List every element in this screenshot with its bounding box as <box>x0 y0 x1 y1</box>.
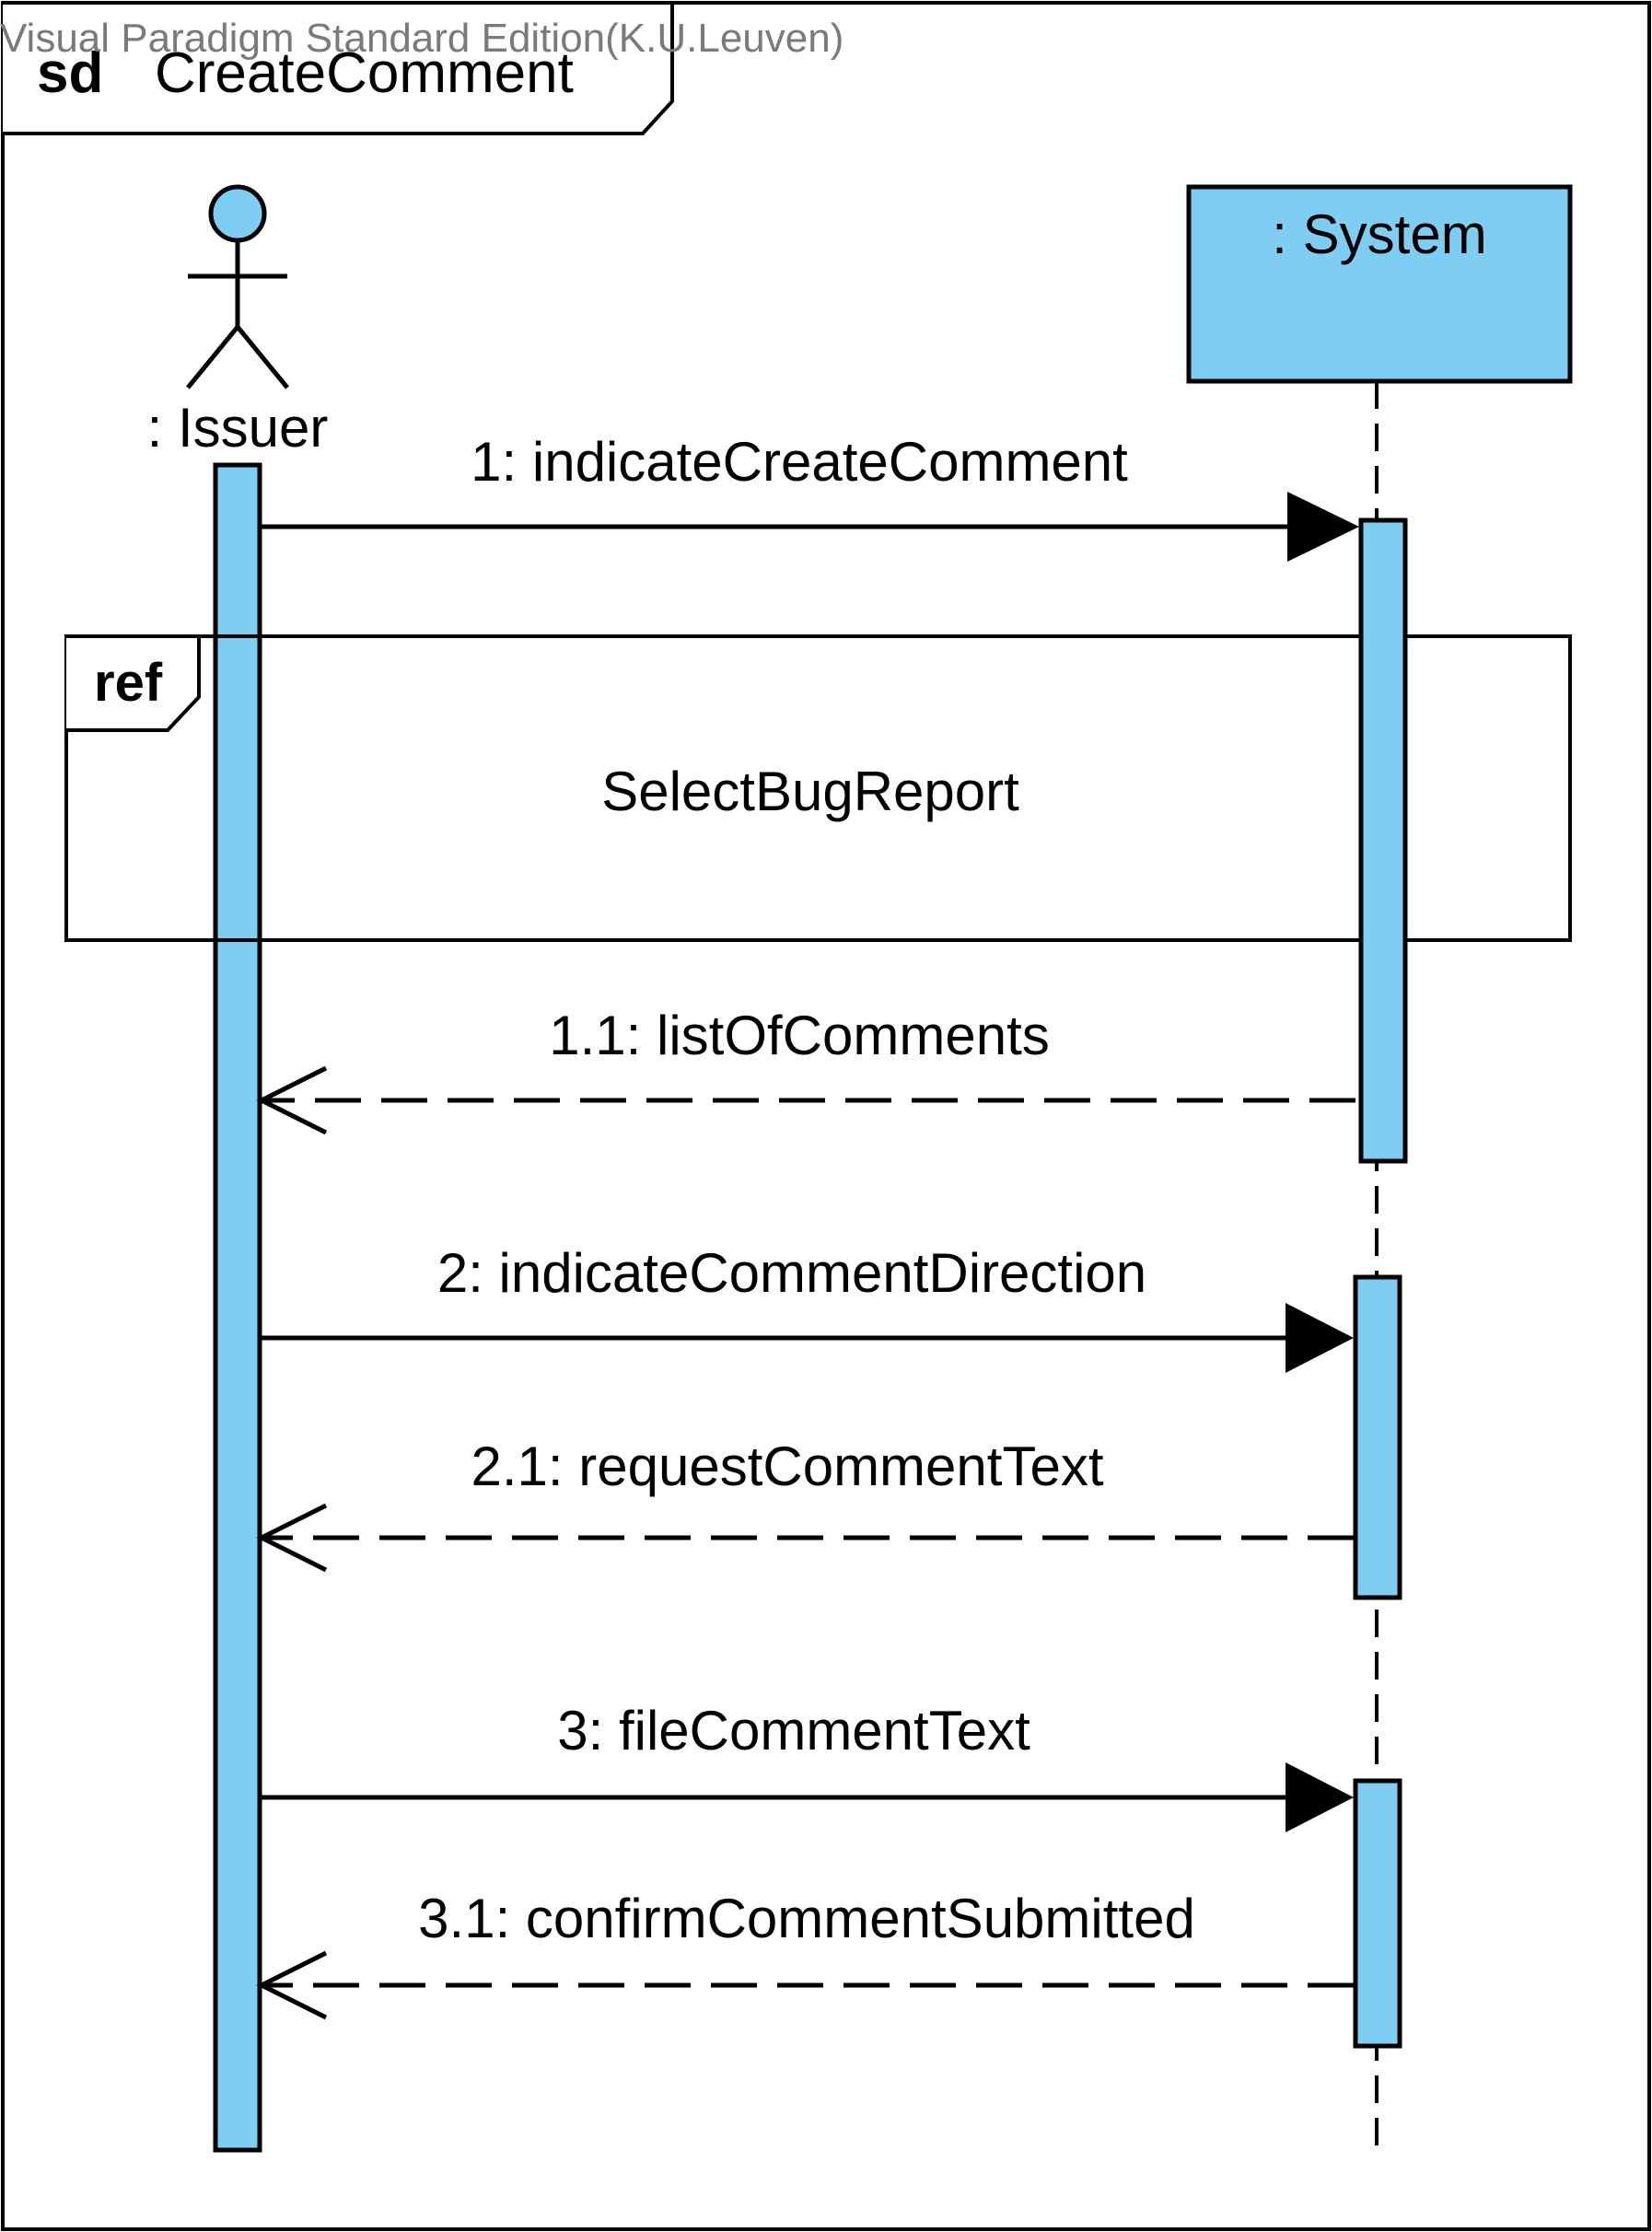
system-lifeline-label: : System <box>1272 203 1486 265</box>
system-lifeline-head <box>1186 184 1573 384</box>
message-3-label: 3: fileCommentText <box>557 1700 1030 1761</box>
system-activation-bar-2 <box>1353 1274 1402 1600</box>
system-activation-bar-1 <box>1358 517 1408 1164</box>
frame-title: CreateComment <box>155 41 574 105</box>
message-1-label: 1: indicateCreateComment <box>471 431 1128 493</box>
message-2-label: 2: indicateCommentDirection <box>437 1242 1146 1304</box>
ref-fragment-tab <box>66 634 201 732</box>
ref-keyword: ref <box>94 653 163 713</box>
message-2-1-arrow <box>256 1503 1354 1573</box>
issuer-actor-icon <box>186 184 289 389</box>
message-3-1-arrow <box>256 1950 1354 2020</box>
issuer-lifeline-label: : Issuer <box>147 397 329 459</box>
issuer-activation-bar <box>213 462 262 2153</box>
message-2-1-label: 2.1: requestCommentText <box>471 1436 1104 1497</box>
message-1-1-label: 1.1: listOfComments <box>549 1005 1050 1066</box>
message-3-1-label: 3.1: confirmCommentSubmitted <box>418 1888 1195 1949</box>
frame-keyword: sd <box>37 41 103 105</box>
message-2-arrow <box>262 1303 1354 1373</box>
ref-interaction-name: SelectBugReport <box>601 761 1019 822</box>
frame-name-tab <box>3 1 674 135</box>
ref-fragment <box>64 634 1572 942</box>
system-activation-bar-3 <box>1353 1778 1402 2049</box>
message-1-1-arrow <box>256 1065 1355 1135</box>
watermark-text: Visual Paradigm Standard Edition(K.U.Leu… <box>0 16 843 61</box>
message-3-arrow <box>262 1762 1354 1832</box>
message-1-arrow <box>262 492 1359 562</box>
